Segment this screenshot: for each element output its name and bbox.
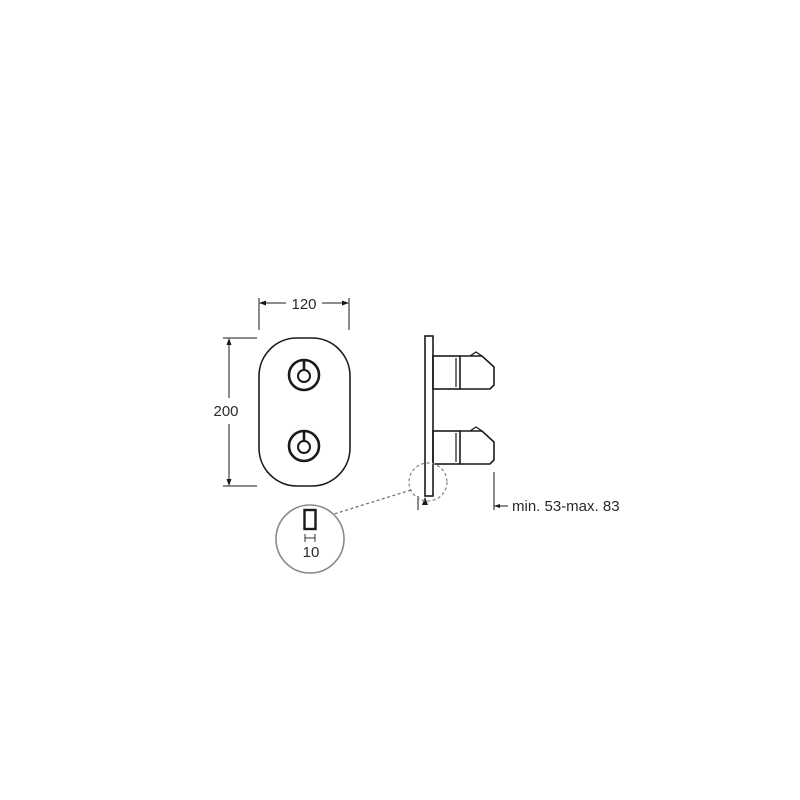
lower-control-knob — [287, 429, 321, 463]
detail-thickness-label: 10 — [303, 544, 320, 561]
detail-enlarged-circle — [275, 504, 345, 574]
width-dimension-label: 120 — [291, 296, 316, 313]
side-plate — [424, 335, 434, 497]
upper-control-knob — [287, 358, 321, 392]
lower-side-handle — [432, 426, 495, 465]
detail-leader-line — [333, 489, 412, 515]
upper-side-handle — [432, 351, 495, 390]
front-view — [258, 337, 351, 487]
height-dimension: 200 — [213, 337, 257, 487]
depth-dimension: min. 53-max. 83 — [417, 472, 620, 515]
side-view — [424, 335, 495, 497]
height-dimension-label: 200 — [213, 403, 238, 420]
depth-range-label: min. 53-max. 83 — [512, 498, 620, 515]
front-plate — [258, 337, 351, 487]
detail-callout: 10 — [275, 462, 448, 574]
width-dimension: 120 — [258, 296, 350, 330]
detail-plate-section — [303, 508, 317, 531]
detail-marker-circle — [408, 462, 448, 502]
